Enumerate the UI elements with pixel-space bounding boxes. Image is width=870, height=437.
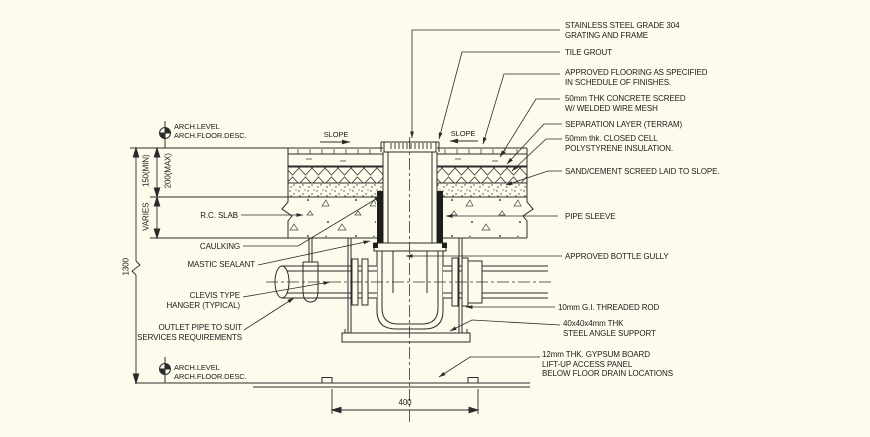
break-line-right (522, 148, 534, 238)
threaded-rods (347, 238, 463, 333)
leader-caulking (243, 195, 382, 247)
annotation-screed: 50mm THK CONCRETE SCREED W/ WELDED WIRE … (565, 94, 686, 113)
leader-separation (506, 123, 562, 165)
annotation-bottle-gully: APPROVED BOTTLE GULLY (565, 252, 669, 261)
mastic-sealant-joint (377, 238, 383, 243)
centerlines (266, 137, 552, 424)
slope-arrows (320, 138, 478, 145)
dim-200-max: 200(MAX) (163, 153, 173, 189)
leader-sand-cement (505, 170, 562, 186)
access-panel-clip (467, 377, 479, 383)
slope-label-left: SLOPE (323, 130, 349, 139)
annotation-mastic: MASTIC SEALANT (187, 260, 255, 269)
dimension-break (131, 260, 141, 276)
clevis-hanger (302, 238, 319, 303)
annotation-sand-cement: SAND/CEMENT SCREED LAID TO SLOPE. (565, 167, 720, 176)
annotation-angle-support: 40x40x4mm THK STEEL ANGLE SUPPORT (563, 319, 656, 338)
leader-insulation (511, 138, 562, 172)
rc-slab-right (444, 198, 526, 237)
floor-assembly (130, 147, 534, 239)
dim-1300: 1300 (121, 258, 131, 276)
leader-angle-support (449, 319, 561, 332)
annotation-threaded-rod: 10mm G.I. THREADED ROD (558, 303, 660, 312)
annotation-tile-grout: TILE GROUT (565, 48, 613, 57)
annotation-grating: STAINLESS STEEL GRADE 304 GRATING AND FR… (565, 21, 680, 40)
annotation-separation: SEPARATION LAYER (TERRAM) (565, 120, 683, 129)
level-marker-bottom (159, 357, 171, 383)
access-panel-clip (321, 377, 333, 383)
dim-varies: VARIES (141, 202, 151, 231)
grating-and-frame (380, 141, 440, 153)
leader-gypsum-panel (438, 356, 540, 378)
leader-grating (410, 29, 560, 139)
annotation-caulking: CAULKING (199, 242, 240, 251)
slope-label-right: SLOPE (450, 129, 476, 138)
annotation-pipe-sleeve: PIPE SLEEVE (565, 212, 616, 221)
dim-400: 400 (398, 398, 412, 407)
dimension-lines (131, 146, 480, 414)
steel-angle-support (341, 329, 471, 343)
wire-mesh-marks (306, 158, 498, 162)
sand-cement-screed-layer (287, 182, 384, 198)
break-line-left (281, 148, 293, 238)
dim-150-min: 150(MIN) (141, 154, 151, 188)
annotation-rc-slab: R.C. SLAB (200, 211, 238, 220)
drain-shaft (382, 152, 438, 243)
leader-lines (241, 29, 562, 378)
annotation-clevis: CLEVIS TYPE HANGER (TYPICAL) (166, 291, 240, 310)
pipe-sleeve (377, 191, 443, 243)
caulking-joint (377, 191, 383, 197)
floor-drain (377, 141, 443, 243)
leader-tile-grout (438, 51, 560, 140)
leader-clevis (242, 281, 331, 298)
annotation-gypsum-panel: 12mm THK. GYPSUM BOARD LIFT-UP ACCESS PA… (542, 350, 673, 378)
level-marker-top (159, 121, 171, 148)
leader-mastic (257, 240, 371, 266)
leader-screed (499, 98, 560, 158)
rc-slab-left (289, 198, 376, 237)
gypsum-ceiling (135, 377, 530, 388)
annotation-flooring: APPROVED FLOORING AS SPECIFIED IN SCHEDU… (565, 68, 708, 87)
level-text-bottom: ARCH.LEVEL ARCH.FLOOR.DESC. (174, 363, 247, 381)
annotation-insulation: 50mm thk. CLOSED CELL POLYSTYRENE INSULA… (565, 134, 674, 153)
insulation-layer (287, 166, 384, 184)
annotation-outlet-pipe: OUTLET PIPE TO SUIT SERVICES REQUIREMENT… (137, 323, 242, 342)
leader-outlet-pipe (243, 297, 295, 331)
bottle-gully (373, 242, 447, 330)
level-text-top: ARCH.LEVEL ARCH.FLOOR.DESC. (174, 122, 247, 140)
leader-flooring (482, 73, 560, 145)
